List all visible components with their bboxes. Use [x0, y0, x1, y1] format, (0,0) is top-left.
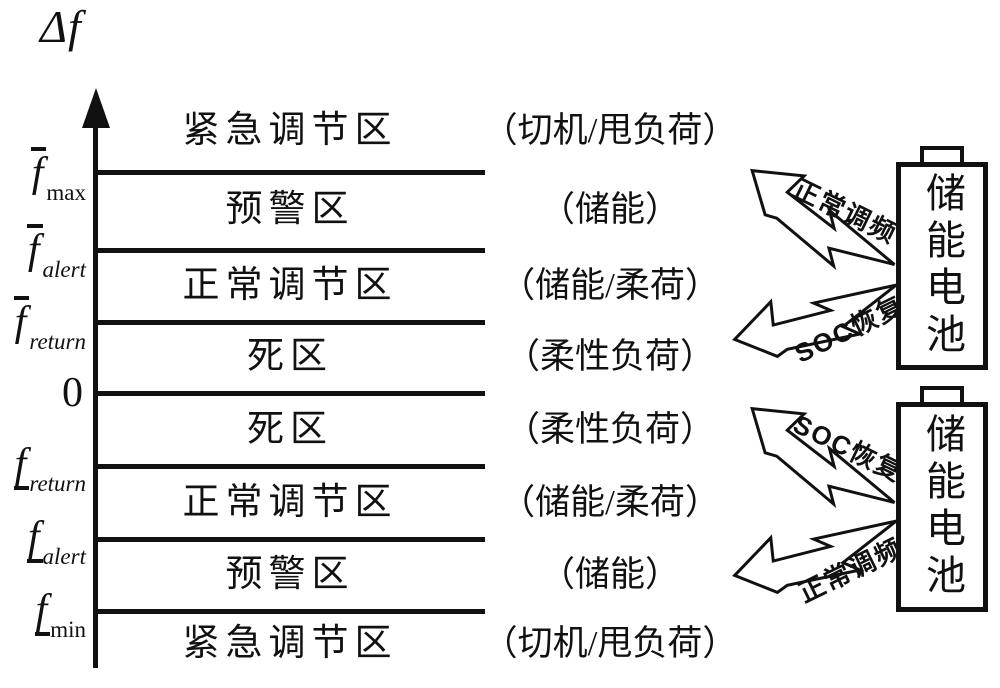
- zone-label-emergency-upper: 紧急调节区: [95, 105, 485, 157]
- tick-zero: 0: [0, 357, 86, 429]
- boundary-line-freturn-low: [95, 464, 485, 469]
- zone-measure-emergency-lower: （切机/甩负荷）: [455, 618, 765, 670]
- tick-freturn-upper: freturn: [0, 286, 86, 358]
- zone-measure-warning-lower: （储能）: [455, 549, 765, 601]
- tick-fmin-lower: fmin: [0, 574, 86, 646]
- tick-freturn-lower: freturn: [0, 428, 86, 500]
- zone-measure-deadband-upper: （柔性负荷）: [455, 331, 765, 383]
- zone-label-warning-lower: 预警区: [95, 549, 485, 601]
- zone-measure-normal-upper: （储能/柔荷）: [455, 260, 765, 312]
- zone-label-warning-upper: 预警区: [95, 184, 485, 236]
- zone-measure-deadband-lower: （柔性负荷）: [455, 404, 765, 456]
- boundary-line-falert-low: [95, 537, 485, 542]
- battery-label-bottom: 储能电池: [922, 413, 962, 601]
- boundary-line-freturn-up: [95, 320, 485, 325]
- zone-measure-emergency-upper: （切机/甩负荷）: [455, 105, 765, 157]
- zone-label-normal-lower: 正常调节区: [95, 477, 485, 529]
- storage-battery-top: 储能电池: [896, 162, 988, 370]
- battery-label-top: 储能电池: [922, 172, 962, 360]
- tick-falert-upper: falert: [0, 214, 86, 286]
- boundary-line-zero: [95, 391, 485, 396]
- boundary-line-falert-up: [95, 248, 485, 253]
- zone-measure-warning-upper: （储能）: [455, 184, 765, 236]
- zone-label-emergency-lower: 紧急调节区: [95, 618, 485, 670]
- boundary-line-fmin: [95, 609, 485, 614]
- zone-label-deadband-lower: 死区: [95, 404, 485, 456]
- tick-fmax-upper: fmax: [0, 137, 86, 209]
- zone-measure-normal-lower: （储能/柔荷）: [455, 477, 765, 529]
- zone-label-normal-upper: 正常调节区: [95, 260, 485, 312]
- tick-falert-lower: falert: [0, 501, 86, 573]
- storage-battery-bottom: 储能电池: [896, 402, 988, 612]
- delta-f-axis-title: Δf: [40, 0, 82, 53]
- zone-label-deadband-upper: 死区: [95, 331, 485, 383]
- boundary-line-fmax: [95, 170, 485, 175]
